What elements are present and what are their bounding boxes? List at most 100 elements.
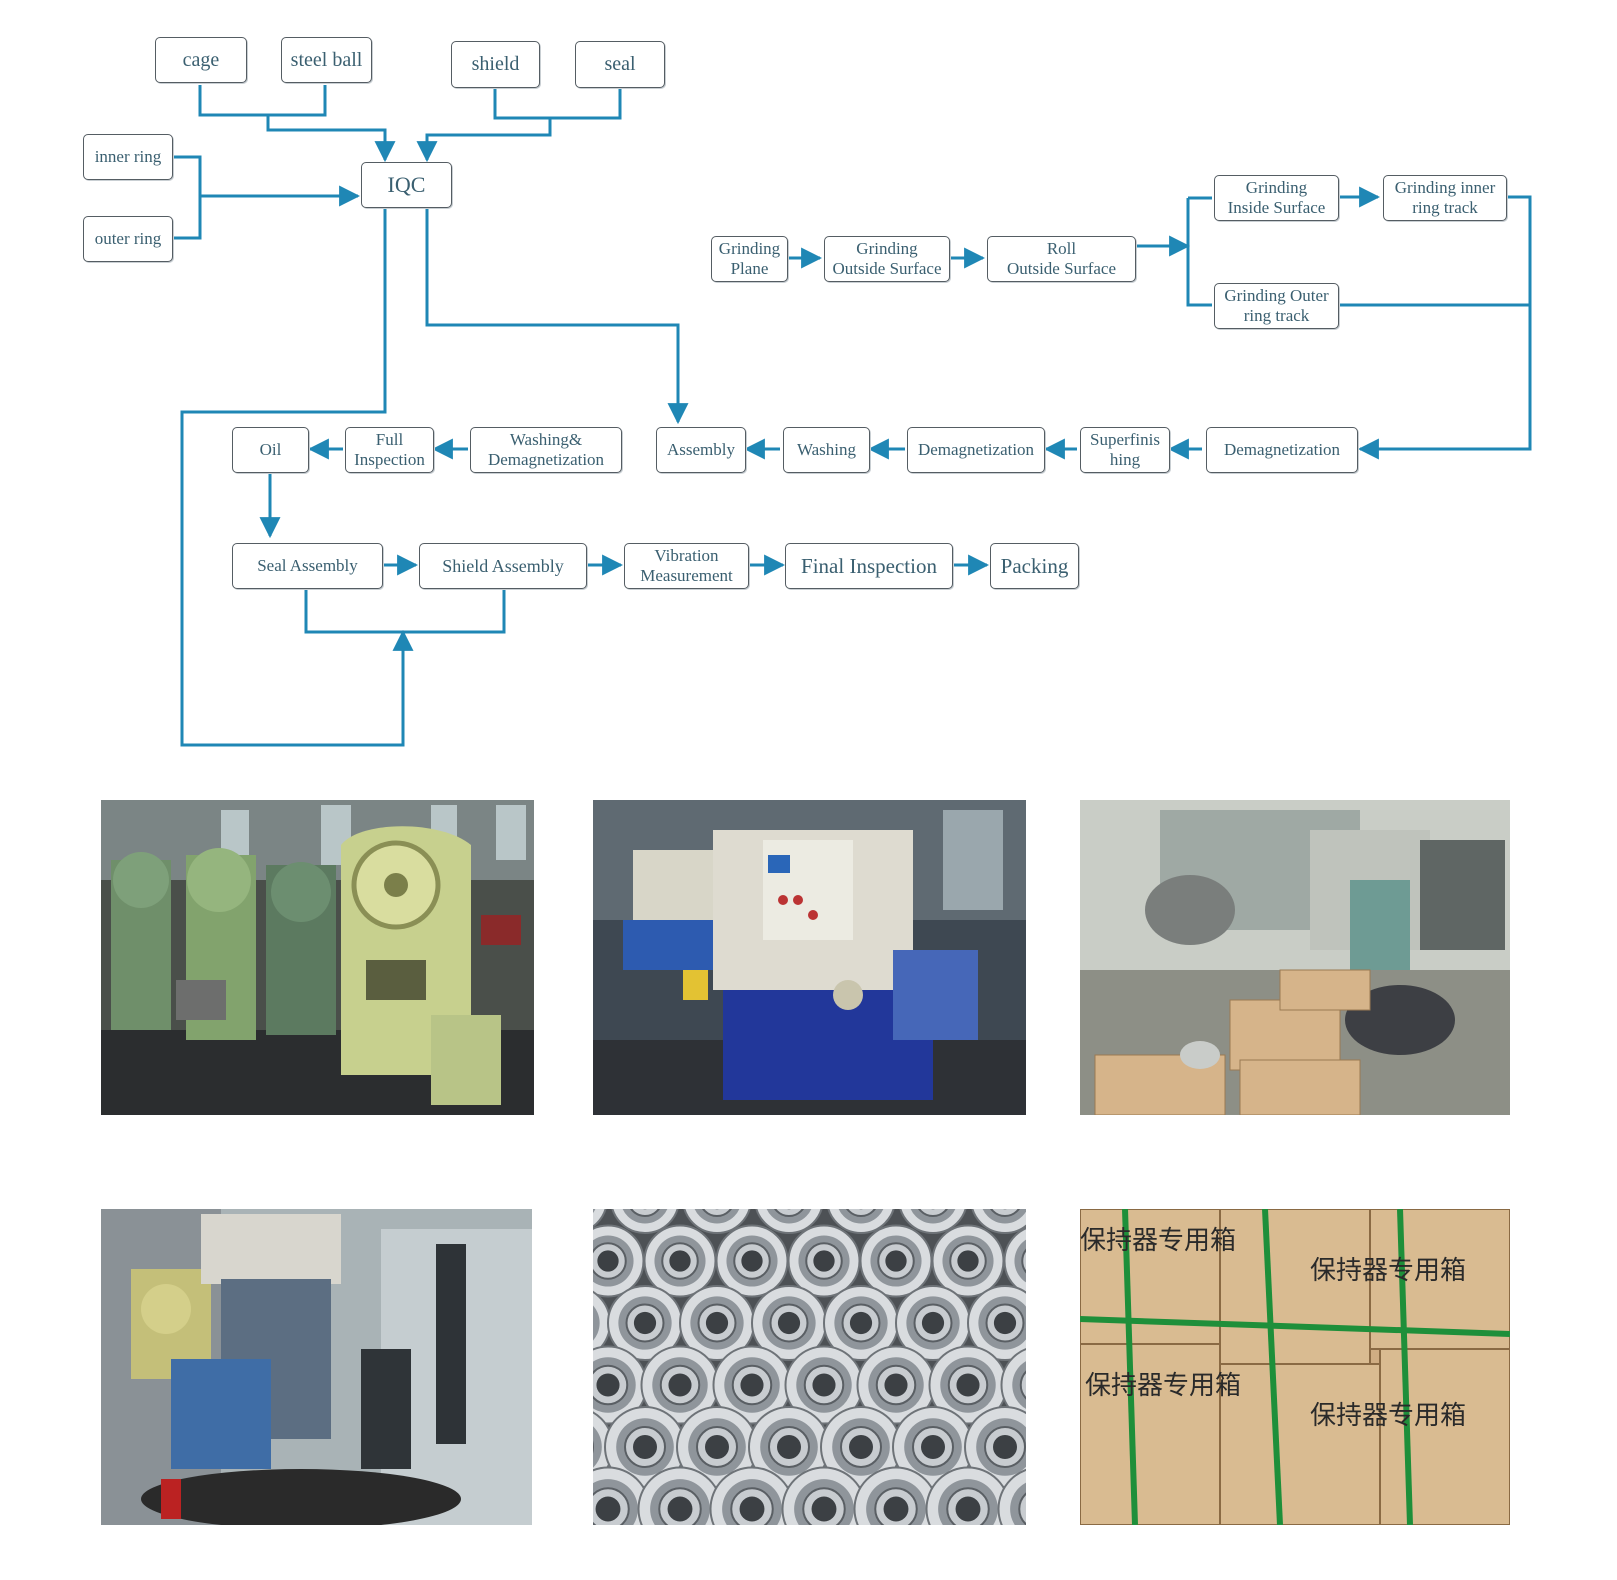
bearing-bore — [885, 1250, 907, 1272]
bearing-bore — [705, 1435, 729, 1459]
bearing-inner-ring — [702, 1209, 732, 1217]
node-oil-label: Oil — [259, 440, 282, 460]
node-steel-ball: steel ball — [281, 37, 372, 83]
node-shield: shield — [451, 41, 540, 88]
node-seal-assembly-label: Seal Assembly — [257, 556, 358, 576]
bearing-bore — [884, 1373, 908, 1397]
node-seal-assembly: Seal Assembly — [232, 543, 383, 589]
bearing-ring — [593, 1209, 607, 1228]
node-oil: Oil — [232, 427, 309, 473]
bearing-bore — [741, 1250, 763, 1272]
node-grinding-plane-label: Grinding Plane — [718, 239, 781, 278]
node-grinding-inner-track-label: Grinding inner ring track — [1394, 178, 1496, 217]
node-vibration-measurement: Vibration Measurement — [624, 543, 749, 589]
connector-iqc-assembly — [425, 207, 689, 425]
node-demagnetization-1-label: Demagnetization — [1223, 440, 1341, 460]
bearing-bore — [956, 1373, 980, 1397]
node-demagnetization-1: Demagnetization — [1206, 427, 1358, 473]
bearing-bore — [955, 1496, 981, 1522]
bearing-inner-ring — [774, 1209, 804, 1217]
bearing-inner-ring — [1019, 1370, 1026, 1400]
bearing-bore — [740, 1373, 764, 1397]
bearings-pile-photo — [593, 1209, 1026, 1525]
node-vibration-measurement-label: Vibration Measurement — [640, 546, 733, 585]
node-washing-demagnetization: Washing& Demagnetization — [470, 427, 622, 473]
node-shield-assembly-label: Shield Assembly — [442, 555, 564, 576]
node-roll-outside-label: Roll Outside Surface — [1006, 239, 1117, 278]
bearing-bore — [667, 1496, 693, 1522]
crates-photo: 保持器专用箱 保持器专用箱 保持器专用箱 保持器专用箱 — [1080, 1209, 1510, 1525]
bearing-inner-ring — [918, 1209, 948, 1217]
node-inner-ring-label: inner ring — [94, 147, 162, 167]
node-demagnetization-2: Demagnetization — [907, 427, 1045, 473]
punch-press-photo — [101, 800, 534, 1115]
bearing-bore — [668, 1373, 692, 1397]
node-iqc-label: IQC — [387, 172, 426, 198]
node-demagnetization-2-label: Demagnetization — [917, 440, 1035, 460]
node-grinding-inside-label: Grinding Inside Surface — [1227, 178, 1326, 217]
node-assembly-label: Assembly — [667, 440, 735, 460]
crate-label-1: 保持器专用箱 — [1080, 1226, 1236, 1256]
packaging-line-photo — [1080, 800, 1510, 1115]
connector-split — [1186, 198, 1212, 307]
node-final-inspection: Final Inspection — [785, 543, 953, 589]
connector-tracks-demag — [1357, 195, 1532, 460]
node-roll-outside: Roll Outside Surface — [987, 236, 1136, 282]
bearing-ball-track — [593, 1209, 596, 1214]
bearing-bore — [993, 1311, 1017, 1335]
bearing-bore — [777, 1435, 801, 1459]
node-steel-ball-label: steel ball — [290, 48, 363, 71]
bearing-inner-ring — [846, 1209, 876, 1217]
node-grinding-plane: Grinding Plane — [711, 236, 788, 282]
bearing-bore — [921, 1435, 945, 1459]
connector-shield-iqc — [416, 118, 552, 163]
assembly-machine-photo — [101, 1209, 532, 1525]
bearing-bore — [739, 1496, 765, 1522]
node-cage-label: cage — [182, 48, 220, 71]
bearing-bore — [993, 1435, 1017, 1459]
bearing-bore — [957, 1250, 979, 1272]
node-outer-ring: outer ring — [83, 216, 173, 262]
bearing-ball-track — [593, 1426, 602, 1468]
grinding-machine-photo — [593, 800, 1026, 1115]
node-iqc: IQC — [361, 162, 452, 208]
crate-label-3: 保持器专用箱 — [1085, 1371, 1241, 1401]
flow-connectors — [172, 85, 1532, 747]
bearing-bore — [849, 1435, 873, 1459]
node-grinding-outside-label: Grinding Outside Surface — [832, 239, 942, 278]
node-grinding-inside: Grinding Inside Surface — [1214, 175, 1339, 221]
node-final-inspection-label: Final Inspection — [801, 553, 937, 578]
bearing-ball-track — [593, 1305, 600, 1341]
connector-rings-iqc — [172, 155, 202, 240]
bearing-bore — [883, 1496, 909, 1522]
node-seal-label: seal — [604, 53, 636, 75]
node-grinding-outer-track-label: Grinding Outer ring track — [1224, 286, 1329, 325]
node-washing-label: Washing — [796, 440, 857, 460]
node-shield-assembly: Shield Assembly — [419, 543, 587, 589]
connector-seal-shield-loop — [304, 589, 506, 634]
bearing-inner-ring — [1021, 1248, 1026, 1274]
bearing-bore — [813, 1250, 835, 1272]
bearing-bore — [812, 1373, 836, 1397]
node-washing: Washing — [783, 427, 870, 473]
bearing-bore — [596, 1373, 620, 1397]
node-assembly: Assembly — [656, 427, 746, 473]
node-washing-demagnetization-label: Washing& Demagnetization — [487, 430, 605, 469]
node-superfinishing-label: Superfinis hing — [1090, 430, 1160, 469]
bearing-bore — [921, 1311, 945, 1335]
node-seal: seal — [575, 41, 665, 88]
connector-shield-iqc — [493, 88, 622, 120]
node-cage: cage — [155, 37, 247, 83]
bearing-bore — [705, 1311, 729, 1335]
connector-cage-iqc — [198, 85, 327, 117]
bearing-ball-track — [1014, 1239, 1026, 1283]
node-full-inspection-label: Full Inspection — [354, 430, 425, 469]
node-grinding-inner-track: Grinding inner ring track — [1383, 175, 1507, 221]
node-inner-ring: inner ring — [83, 134, 173, 180]
node-superfinishing: Superfinis hing — [1080, 427, 1170, 473]
bearing-bore — [633, 1435, 657, 1459]
bearing-inner-ring — [1018, 1492, 1026, 1525]
node-grinding-outside: Grinding Outside Surface — [824, 236, 950, 282]
bearing-bore — [811, 1496, 837, 1522]
node-packing: Packing — [990, 543, 1079, 589]
